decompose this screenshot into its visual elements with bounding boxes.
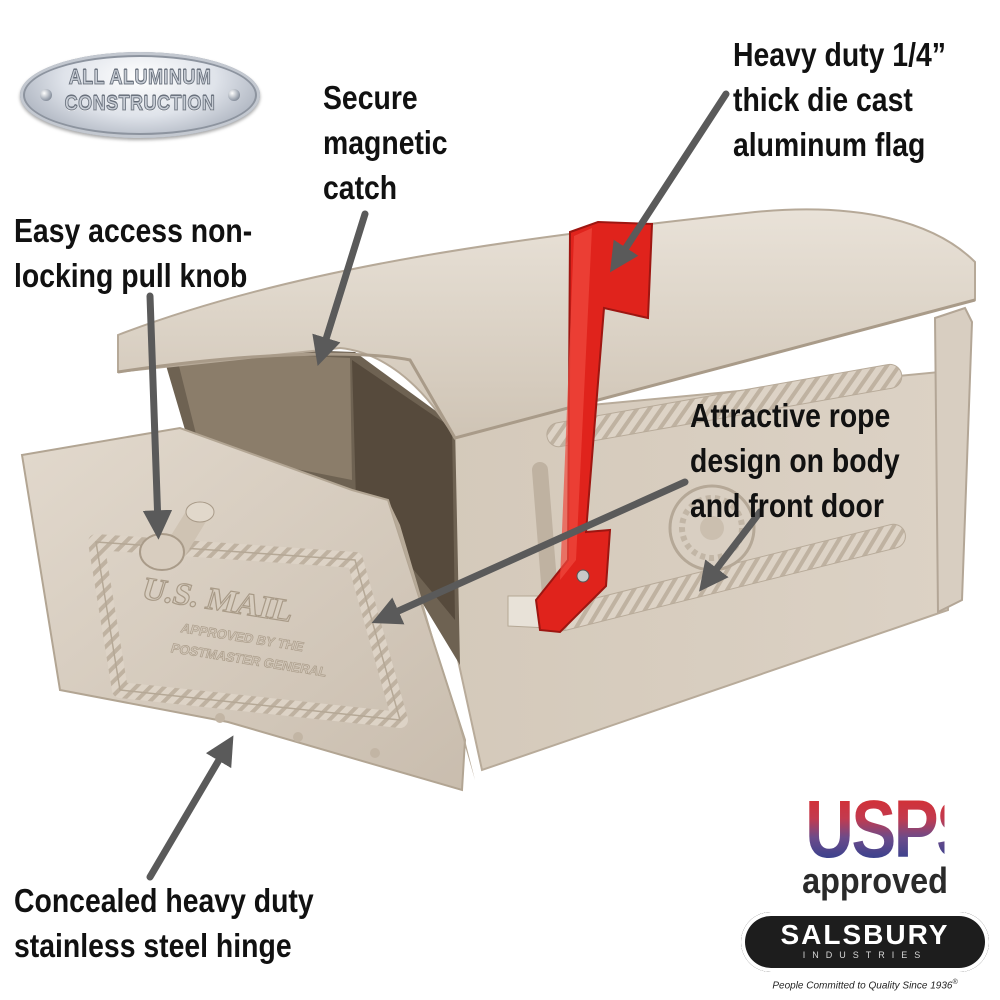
arrow-flag xyxy=(609,90,730,273)
callout-flag: Heavy duty 1/4” thick die cast aluminum … xyxy=(733,36,946,163)
mailbox: U.S. MAIL APPROVED BY THE POSTMASTER GEN… xyxy=(20,208,976,792)
arrow-knob xyxy=(142,292,173,540)
mailbox-rear-plate xyxy=(933,306,974,614)
usps-approved-logo: USPS approved xyxy=(790,784,981,902)
brand-tagline: People Committed to Quality Since 1936® xyxy=(772,979,958,992)
brand-sub: INDUSTRIES xyxy=(802,950,928,960)
badge-line-2: CONSTRUCTION xyxy=(64,92,216,116)
arrow-catch xyxy=(312,210,369,367)
aluminum-badge: ALL ALUMINUM CONSTRUCTION xyxy=(20,52,260,138)
brand-name: SALSBURY xyxy=(780,919,950,950)
salsbury-logo: SALSBURY INDUSTRIES xyxy=(741,912,989,972)
callout-rope-design: Attractive rope design on body and front… xyxy=(690,397,900,524)
callout-pull-knob: Easy access non- locking pull knob xyxy=(14,212,253,294)
rope-design-body-top xyxy=(546,363,903,448)
pull-knob xyxy=(139,501,215,571)
usps-caption: approved xyxy=(802,860,948,901)
callout-hinge: Concealed heavy duty stainless steel hin… xyxy=(14,882,314,964)
callout-arrows xyxy=(142,90,764,881)
badge-line-1: ALL ALUMINUM xyxy=(68,66,212,90)
arrow-rope-door xyxy=(371,478,689,625)
arrow-hinge xyxy=(146,735,234,881)
callout-magnetic-catch: Secure magnetic catch xyxy=(323,79,448,206)
arrow-rope-body xyxy=(699,508,764,592)
usps-mark: USPS xyxy=(805,784,981,875)
mailbox-lid xyxy=(117,208,976,440)
red-flag xyxy=(507,220,654,634)
